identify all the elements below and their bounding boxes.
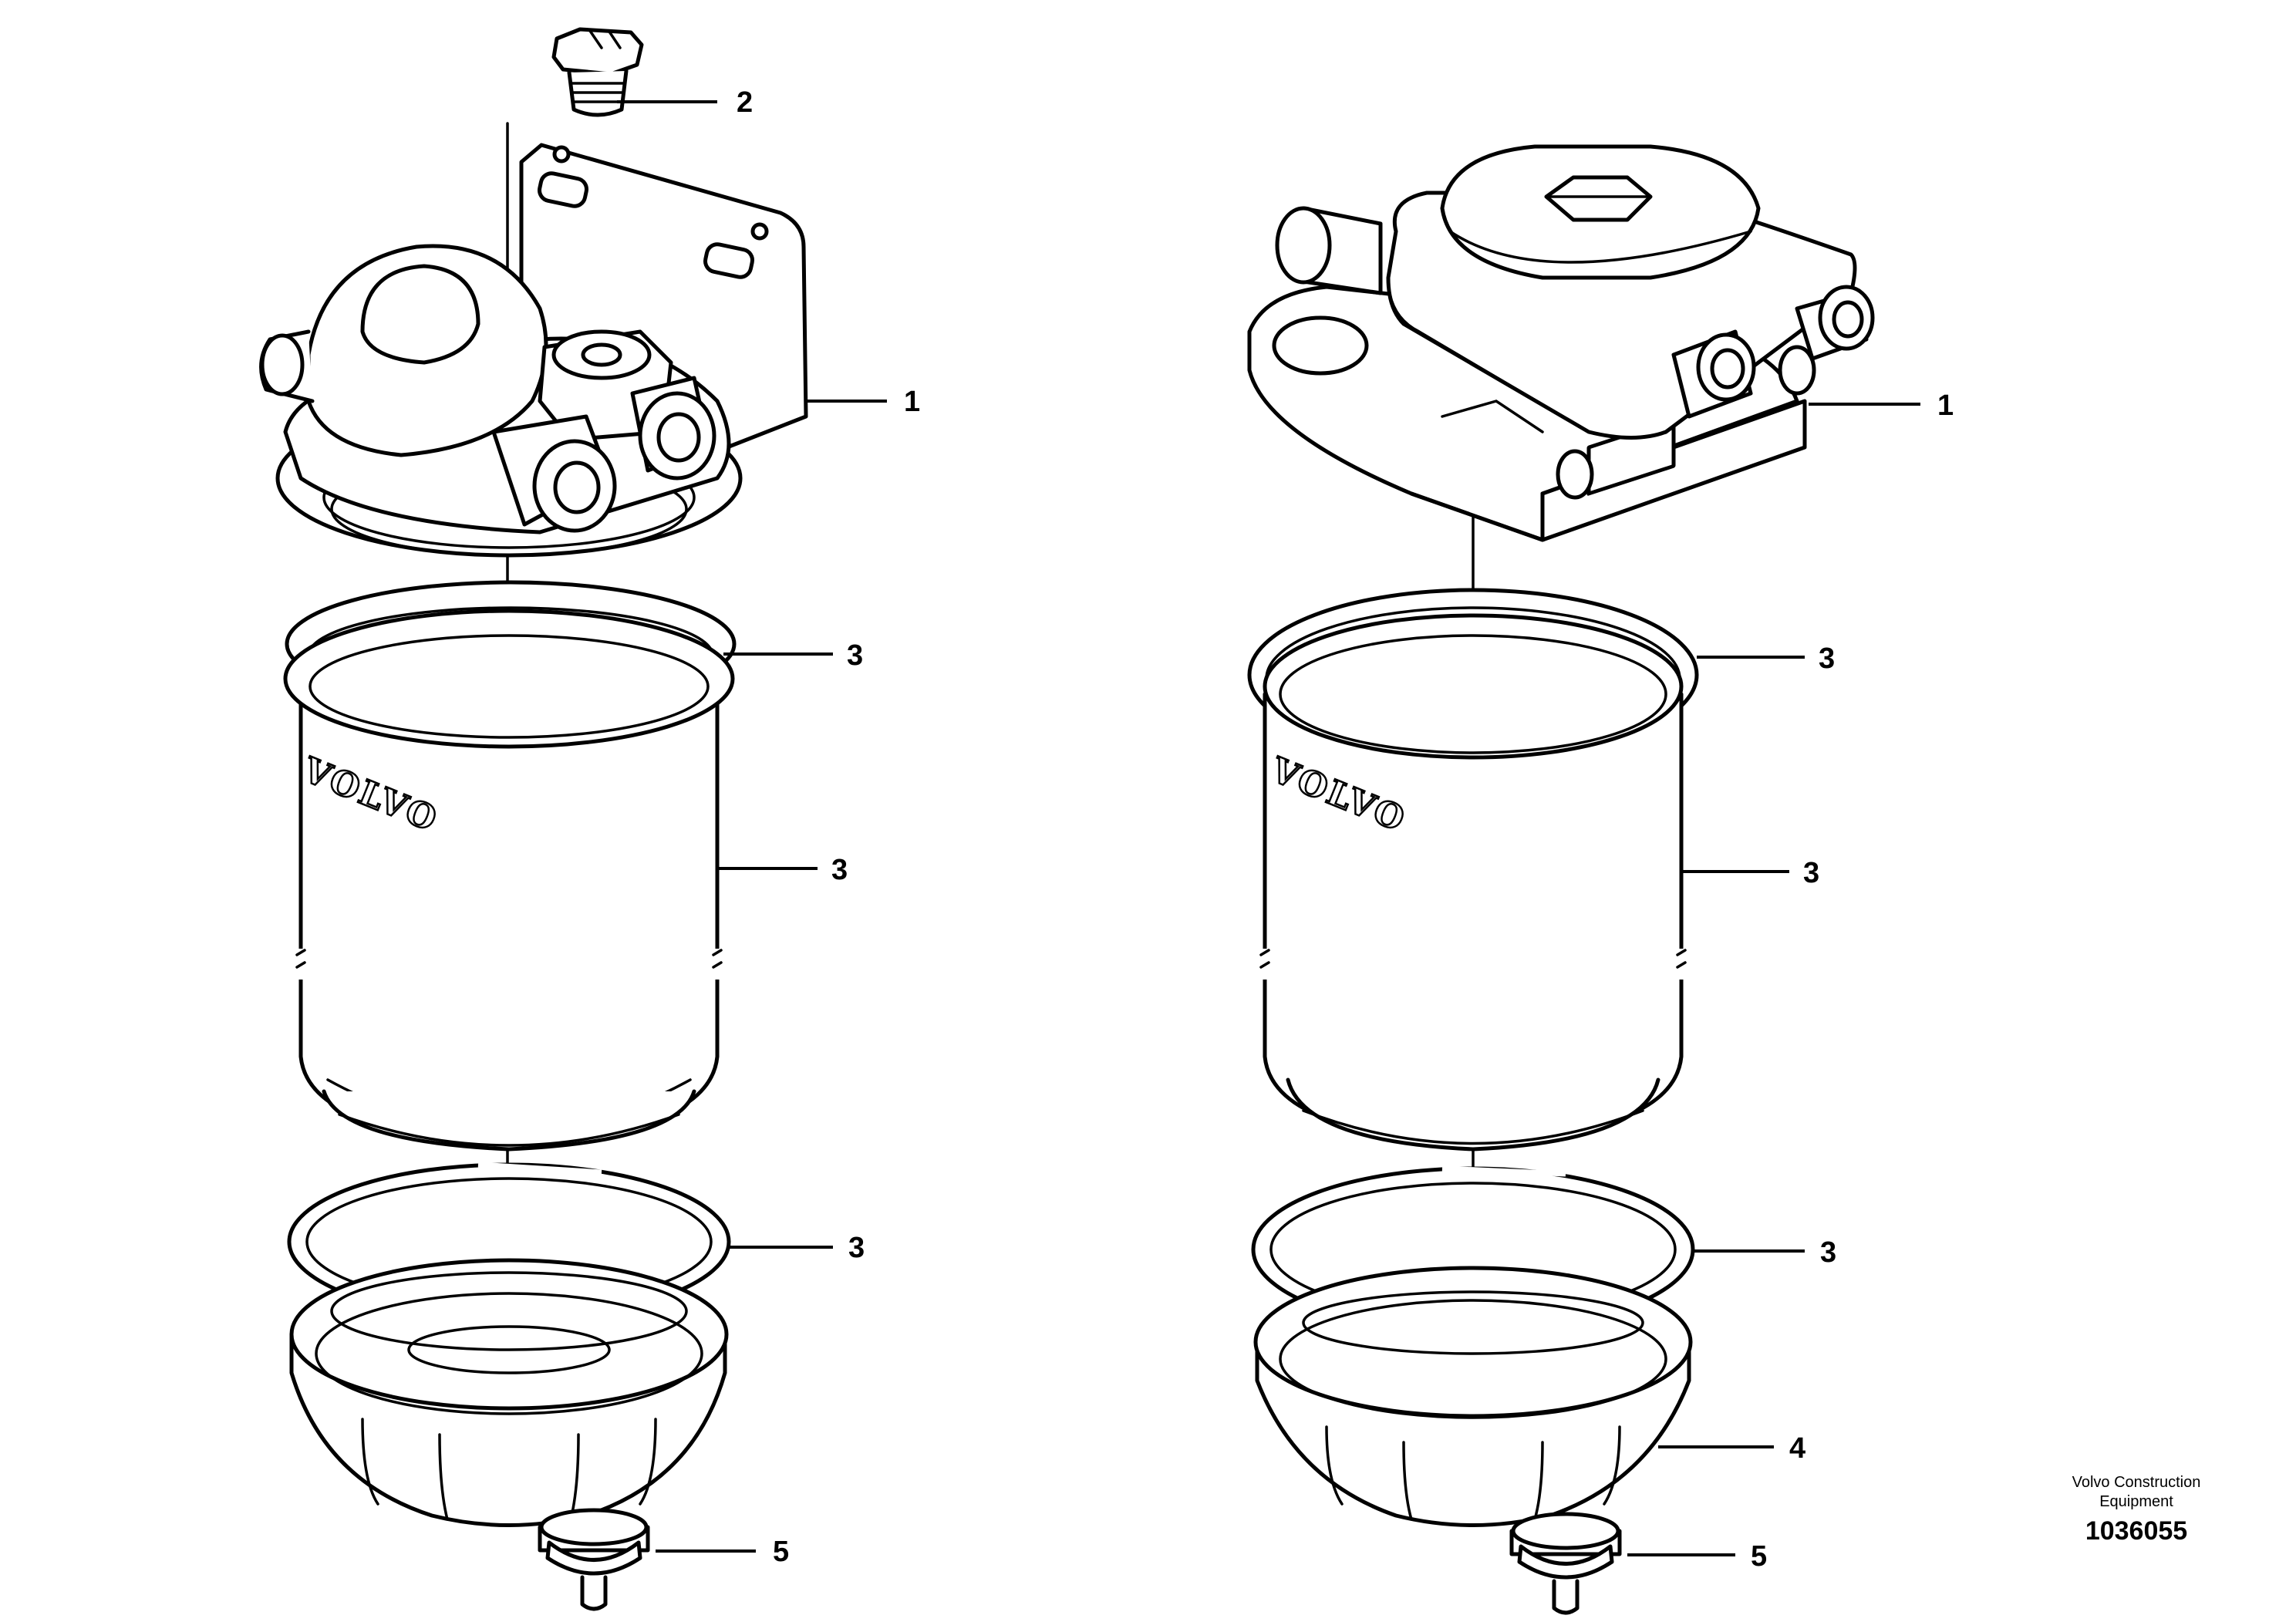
callout-left-5: 5 bbox=[773, 1536, 789, 1568]
left-filter-head bbox=[259, 143, 808, 558]
right-water-bowl bbox=[1253, 1266, 1693, 1527]
left-drain-valve bbox=[538, 1508, 650, 1611]
callout-right-3a: 3 bbox=[1819, 642, 1835, 675]
right-filter-head bbox=[1247, 144, 1875, 542]
callout-right-3c: 3 bbox=[1820, 1236, 1836, 1269]
callout-right-1: 1 bbox=[1937, 389, 1954, 422]
right-filter-cartridge: VOLVO bbox=[1259, 613, 1687, 1152]
credit-line-2: Equipment bbox=[2099, 1493, 2173, 1510]
credit-line-1: Volvo Construction bbox=[2072, 1474, 2201, 1491]
callout-left-3c: 3 bbox=[848, 1232, 865, 1264]
left-water-bowl bbox=[289, 1258, 729, 1527]
left-filter-assembly: VOLVO 1 2 bbox=[259, 27, 920, 1611]
callout-right-4: 4 bbox=[1789, 1432, 1805, 1465]
callout-left-2: 2 bbox=[737, 86, 753, 119]
callout-left-3a: 3 bbox=[847, 639, 863, 672]
right-filter-assembly: VOLVO 1 3 3 bbox=[1247, 144, 1954, 1615]
left-plug-screw bbox=[551, 27, 644, 117]
right-drain-valve bbox=[1509, 1512, 1622, 1615]
publisher-credit: Volvo Construction Equipment bbox=[2013, 1473, 2260, 1512]
drawing-number: 1036055 bbox=[2085, 1516, 2188, 1546]
callout-right-3b: 3 bbox=[1803, 857, 1819, 889]
callout-left-3b: 3 bbox=[831, 854, 848, 886]
callout-right-5: 5 bbox=[1751, 1540, 1767, 1573]
left-filter-cartridge: VOLVO bbox=[283, 609, 735, 1152]
callout-left-1: 1 bbox=[904, 386, 920, 418]
